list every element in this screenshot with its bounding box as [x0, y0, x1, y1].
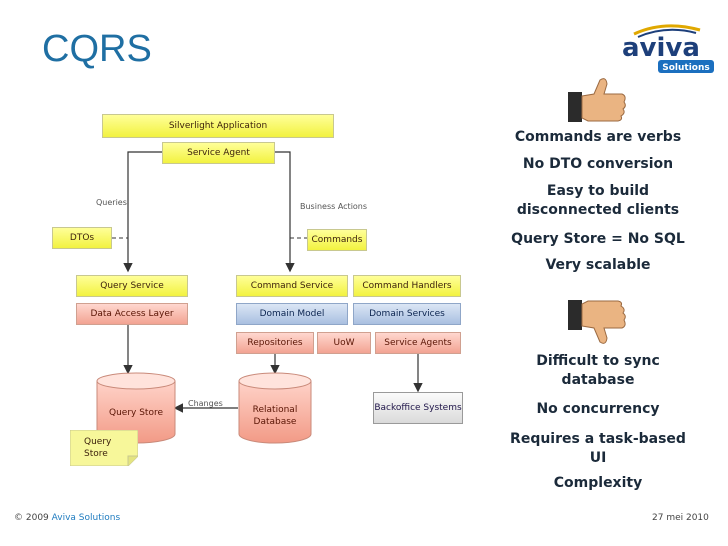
slide-title: CQRS [42, 28, 152, 70]
footer-date: 27 mei 2010 [652, 513, 709, 523]
dtos-box: DTOs [52, 227, 112, 249]
business-actions-label: Business Actions [300, 202, 368, 211]
footer-brand-link[interactable]: Aviva Solutions [51, 513, 121, 523]
query-service-box: Query Service [76, 275, 188, 297]
footer-copyright: © 2009 Aviva Solutions [14, 513, 120, 523]
con-complexity: Complexity [553, 475, 643, 491]
queries-label: Queries [96, 198, 127, 207]
pro-commands-are-verbs: Commands are verbs [514, 129, 682, 145]
con-no-concurrency: No concurrency [536, 401, 660, 417]
silverlight-application-box: Silverlight Application [102, 114, 334, 138]
con-requires-task-based-ui: Requires a task-based UI [510, 431, 686, 466]
domain-services-box: Domain Services [353, 303, 461, 325]
command-service-box: Command Service [236, 275, 348, 297]
query-store-note: Query Store [69, 429, 139, 467]
relational-database: Relational Database [238, 372, 312, 444]
aviva-logo: aviva Solutions [614, 20, 718, 74]
commands-box: Commands [307, 229, 367, 251]
command-handlers-box: Command Handlers [353, 275, 461, 297]
domain-model-box: Domain Model [236, 303, 348, 325]
svg-text:aviva: aviva [622, 33, 700, 63]
data-access-layer-box: Data Access Layer [76, 303, 188, 325]
pro-no-dto-conversion: No DTO conversion [522, 156, 674, 172]
svg-text:Solutions: Solutions [662, 63, 710, 73]
pro-easy-to-build: Easy to build disconnected clients [516, 183, 680, 218]
service-agent-box: Service Agent [162, 142, 275, 164]
pro-query-store-no-sql: Query Store = No SQL [511, 231, 685, 247]
query-store-note-label: Query Store [84, 437, 112, 459]
changes-label: Changes [188, 399, 223, 408]
query-store-database: Query Store [96, 372, 176, 444]
uow-box: UoW [317, 332, 371, 354]
relational-db-label: Relational Database [252, 405, 298, 427]
backoffice-systems-box: Backoffice Systems [373, 392, 463, 424]
con-difficult-to-sync: Difficult to sync database [536, 353, 660, 388]
service-agents-box: Service Agents [375, 332, 461, 354]
pro-very-scalable: Very scalable [545, 257, 651, 273]
thumbs-up-icon [566, 76, 628, 124]
query-store-db-label: Query Store [109, 408, 163, 418]
repositories-box: Repositories [236, 332, 314, 354]
footer-copyright-prefix: © 2009 [14, 513, 52, 523]
thumbs-down-icon [566, 298, 628, 346]
